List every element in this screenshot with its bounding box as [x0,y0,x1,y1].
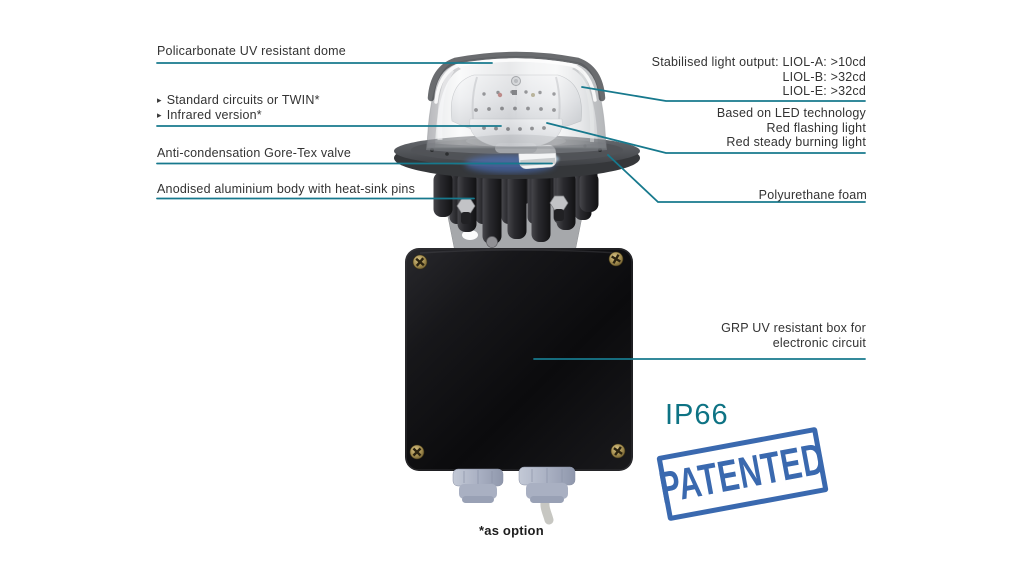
screw-icon [610,443,626,459]
label-line: GRP UV resistant box for [721,321,866,335]
callout-line-output [581,86,866,102]
label-circuit-options: ▸ Standard circuits or TWIN* ▸ Infrared … [157,93,320,122]
hex-nut-icon [549,195,569,221]
label-grp-box: GRP UV resistant box for electronic circ… [721,321,866,350]
label-line: electronic circuit [772,335,866,350]
triangle-bullet-icon: ▸ [157,109,162,120]
callout-lines [156,62,866,360]
label-aluminium-body: Anodised aluminium body with heat-sink p… [157,182,416,196]
label-line: Red flashing light [766,120,866,135]
label-line-text: Standard circuits or TWIN* [166,93,320,107]
triangle-bullet-icon: ▸ [157,95,162,105]
footnote-as-option: *as option [479,523,544,538]
label-line-text: Infrared version* [166,107,262,122]
label-line: ▸ Standard circuits or TWIN* [157,93,320,108]
label-stabilised-output: Stabilised light output: LIOL-A: >10cd L… [652,55,866,99]
label-line: Based on LED technology [716,106,866,120]
screw-icon [608,251,624,267]
label-polycarbonate-dome: Policarbonate UV resistant dome [157,44,346,58]
callout-line-led [546,122,866,154]
ip-rating-badge: IP66 [665,399,729,431]
cable-glands [452,466,576,525]
label-line: LIOL-B: >32cd [782,69,866,84]
screw-icon [412,254,428,270]
hex-nut-icon [456,198,476,224]
label-line: Stabilised light output: LIOL-A: >10cd [651,55,866,69]
label-polyurethane-foam: Polyurethane foam [758,188,867,202]
polycarbonate-dome [426,51,607,154]
label-line: ▸ Infrared version* [157,108,320,123]
label-goretex-valve: Anti-condensation Gore-Tex valve [157,146,351,160]
label-line: Red steady burning light [726,135,866,149]
screw-icon [409,444,425,460]
label-led-technology: Based on LED technology Red flashing lig… [717,106,866,150]
callout-line-foam [607,154,866,203]
label-line: LIOL-E: >32cd [782,84,866,98]
